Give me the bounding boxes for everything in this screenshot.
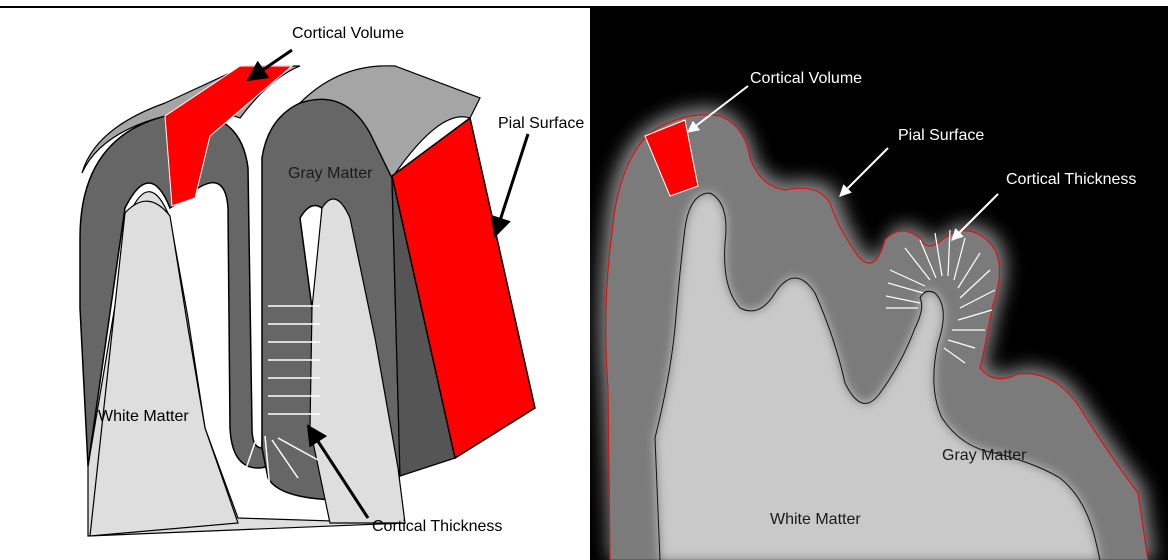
mri-slice: Cortical Volume Pial Surface Cortical Th…: [590, 8, 1168, 560]
schematic-diagram: Cortical Volume Pial Surface Gray Matter…: [0, 8, 590, 560]
label-cortical-thickness: Cortical Thickness: [1006, 171, 1136, 188]
label-cortical-thickness: Cortical Thickness: [372, 518, 502, 535]
label-white-matter: White Matter: [770, 511, 861, 528]
schematic-panel: Cortical Volume Pial Surface Gray Matter…: [0, 8, 590, 560]
label-cortical-volume: Cortical Volume: [750, 70, 862, 87]
label-white-matter: White Matter: [98, 408, 189, 425]
pial-surface-arrow: [495, 134, 528, 236]
label-pial-surface: Pial Surface: [898, 127, 984, 144]
label-pial-surface: Pial Surface: [498, 115, 584, 132]
label-gray-matter: Gray Matter: [288, 165, 373, 182]
mri-panel: Cortical Volume Pial Surface Cortical Th…: [590, 8, 1168, 560]
label-cortical-volume: Cortical Volume: [292, 25, 404, 42]
label-gray-matter: Gray Matter: [942, 447, 1027, 464]
